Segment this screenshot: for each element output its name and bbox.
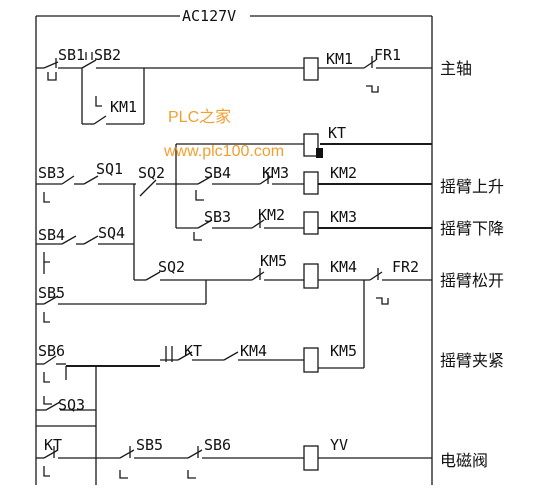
sb3-label: SB3 [38,164,65,182]
row-arm-release [134,263,432,369]
supply-voltage-label: AC127V [182,7,236,25]
row-label-solenoid-valve: 电磁阀 [440,451,488,470]
row-sb5 [36,280,207,323]
km5-coil-label: KM5 [330,342,357,360]
km3-coil-label: KM3 [330,208,357,226]
sb1-label: SB1 [58,46,85,64]
sq4-label: SQ4 [98,224,125,242]
kt-coil-label: KT [328,124,346,142]
row-label-arm-up: 摇臂上升 [440,177,504,196]
yv-coil-label: YV [330,436,348,454]
km3-aux-label: KM3 [262,164,289,182]
km1-coil-label: KM1 [326,50,353,68]
row-label-arm-clamp: 摇臂夹紧 [440,351,504,370]
power-rails [35,15,433,485]
km5-aux-label: KM5 [260,252,287,270]
watermark-title: PLC之家 [168,108,231,126]
sq2-label-b: SQ2 [158,258,185,276]
sb4-label-a: SB4 [204,164,231,182]
sb5-label-b: SB5 [136,436,163,454]
sb4-label: SB4 [38,226,65,244]
km4-aux-label: KM4 [240,342,267,360]
km4-coil-label: KM4 [330,258,357,276]
kt-aux-label: KT [184,342,202,360]
sb5-label: SB5 [38,284,65,302]
fr1-label: FR1 [374,46,401,64]
row-spindle [36,52,432,125]
sq3-label: SQ3 [58,396,85,414]
sq1-label: SQ1 [96,160,123,178]
sb6-label-b: SB6 [204,436,231,454]
row-sb4-sq4 [36,184,135,280]
km2-coil-label: KM2 [330,164,357,182]
row-arm-up [36,144,432,228]
row-arm-clamp [36,346,319,383]
kt-label-bottom: KT [44,436,62,454]
sb3-label-b: SB3 [204,208,231,226]
row-arm-down [176,211,432,241]
row-label-spindle: 主轴 [440,59,472,78]
sb2-label: SB2 [94,46,121,64]
sb6-label: SB6 [38,342,65,360]
fr2-label: FR2 [392,258,419,276]
row-label-arm-release: 摇臂松开 [440,271,504,290]
sq2-label-a: SQ2 [138,164,165,182]
watermark-url: www.plc100.com [163,143,284,160]
km2-aux-label: KM2 [258,206,285,224]
row-kt-coil [176,133,432,158]
km1-aux-label: KM1 [110,98,137,116]
row-sq3 [36,366,97,485]
row-solenoid-valve [36,445,432,479]
row-label-arm-down: 摇臂下降 [440,219,504,238]
